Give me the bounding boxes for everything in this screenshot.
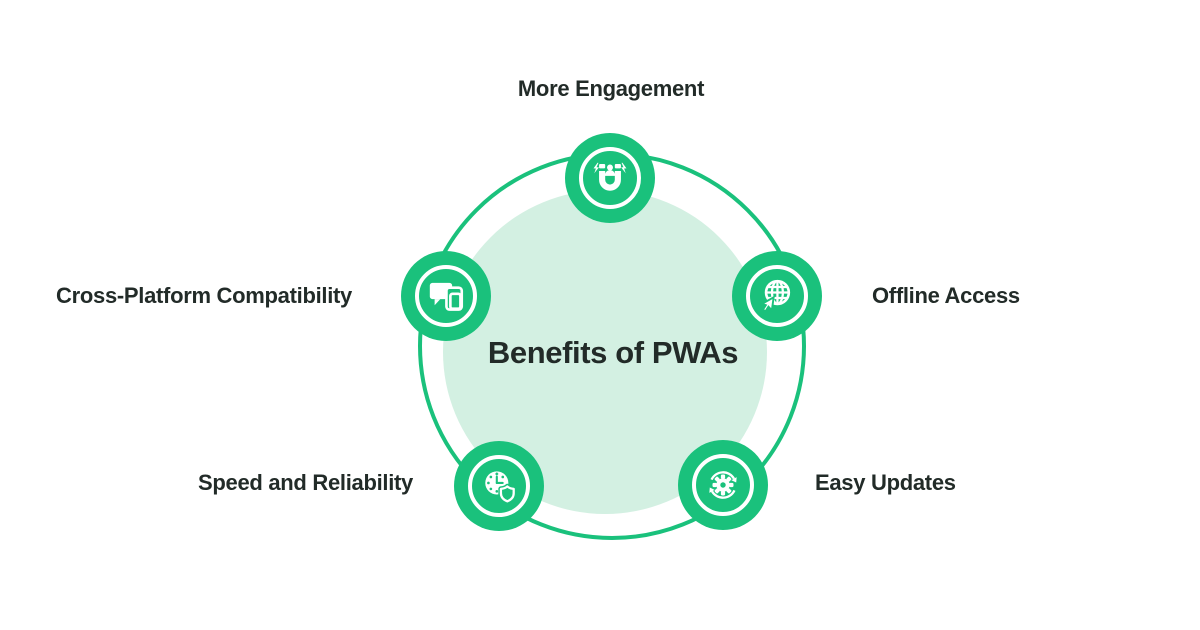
node-cross-platform-compatibility [401,251,491,341]
inner-mint-circle [443,190,767,514]
node-white-ring [579,147,641,209]
globe-cursor-icon [759,279,791,313]
node-white-ring [692,454,754,516]
node-easy-updates [678,440,768,530]
label-easy-updates: Easy Updates [815,470,956,495]
node-white-ring [415,265,477,327]
node-white-ring [468,455,530,517]
label-cross-platform-compatibility: Cross-Platform Compatibility [56,283,352,308]
magnet-attract-users-icon [593,162,627,191]
gear-sync-icon [709,471,737,499]
node-offline-access [732,251,822,341]
clock-shield-icon [485,471,517,504]
diagram-title: Benefits of PWAs [487,335,739,370]
devices-icon [429,282,464,311]
node-white-ring [746,265,808,327]
label-offline-access: Offline Access [872,283,1020,308]
node-speed-and-reliability [454,441,544,531]
node-more-engagement [565,133,655,223]
label-speed-and-reliability: Speed and Reliability [198,470,413,495]
label-more-engagement: More Engagement [517,76,705,101]
